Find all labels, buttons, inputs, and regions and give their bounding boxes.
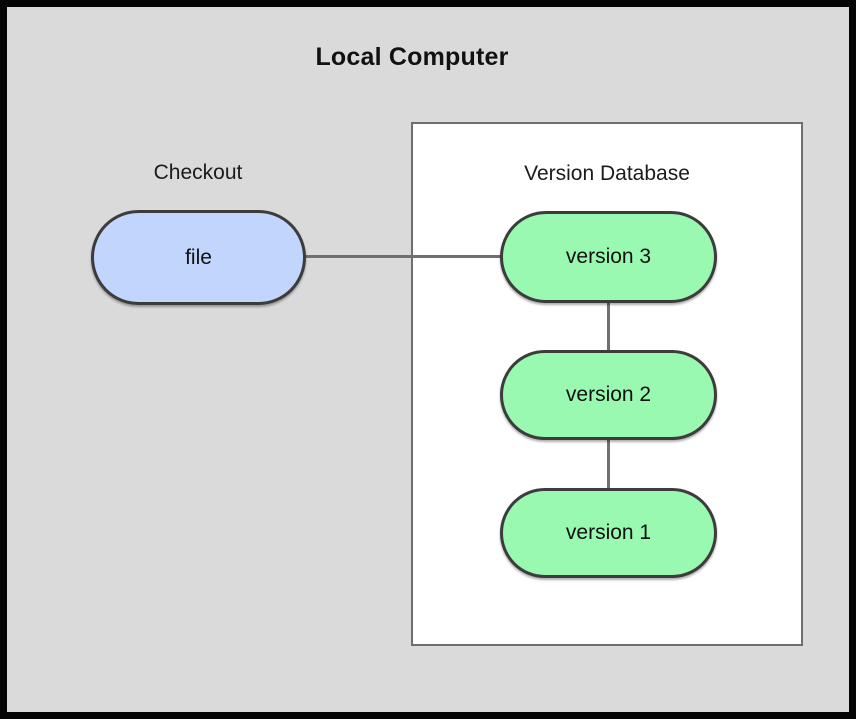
node-file-label: file (185, 245, 212, 269)
node-version-2[interactable]: version 2 (500, 350, 717, 440)
node-version-1-label: version 1 (565, 521, 652, 544)
node-file[interactable]: file (91, 210, 306, 305)
page-title: Local Computer (315, 43, 509, 71)
node-version-3-label: version 3 (565, 245, 652, 268)
checkout-group-label: Checkout (153, 161, 243, 184)
node-version-3[interactable]: version 3 (500, 211, 717, 303)
version-database-group-label: Version Database (524, 162, 690, 185)
connector-version-3-to-version-2 (607, 300, 610, 353)
node-version-1[interactable]: version 1 (500, 488, 717, 578)
connector-file-to-version-3 (303, 255, 503, 258)
connector-version-2-to-version-1 (607, 437, 610, 491)
node-version-2-label: version 2 (565, 383, 652, 406)
